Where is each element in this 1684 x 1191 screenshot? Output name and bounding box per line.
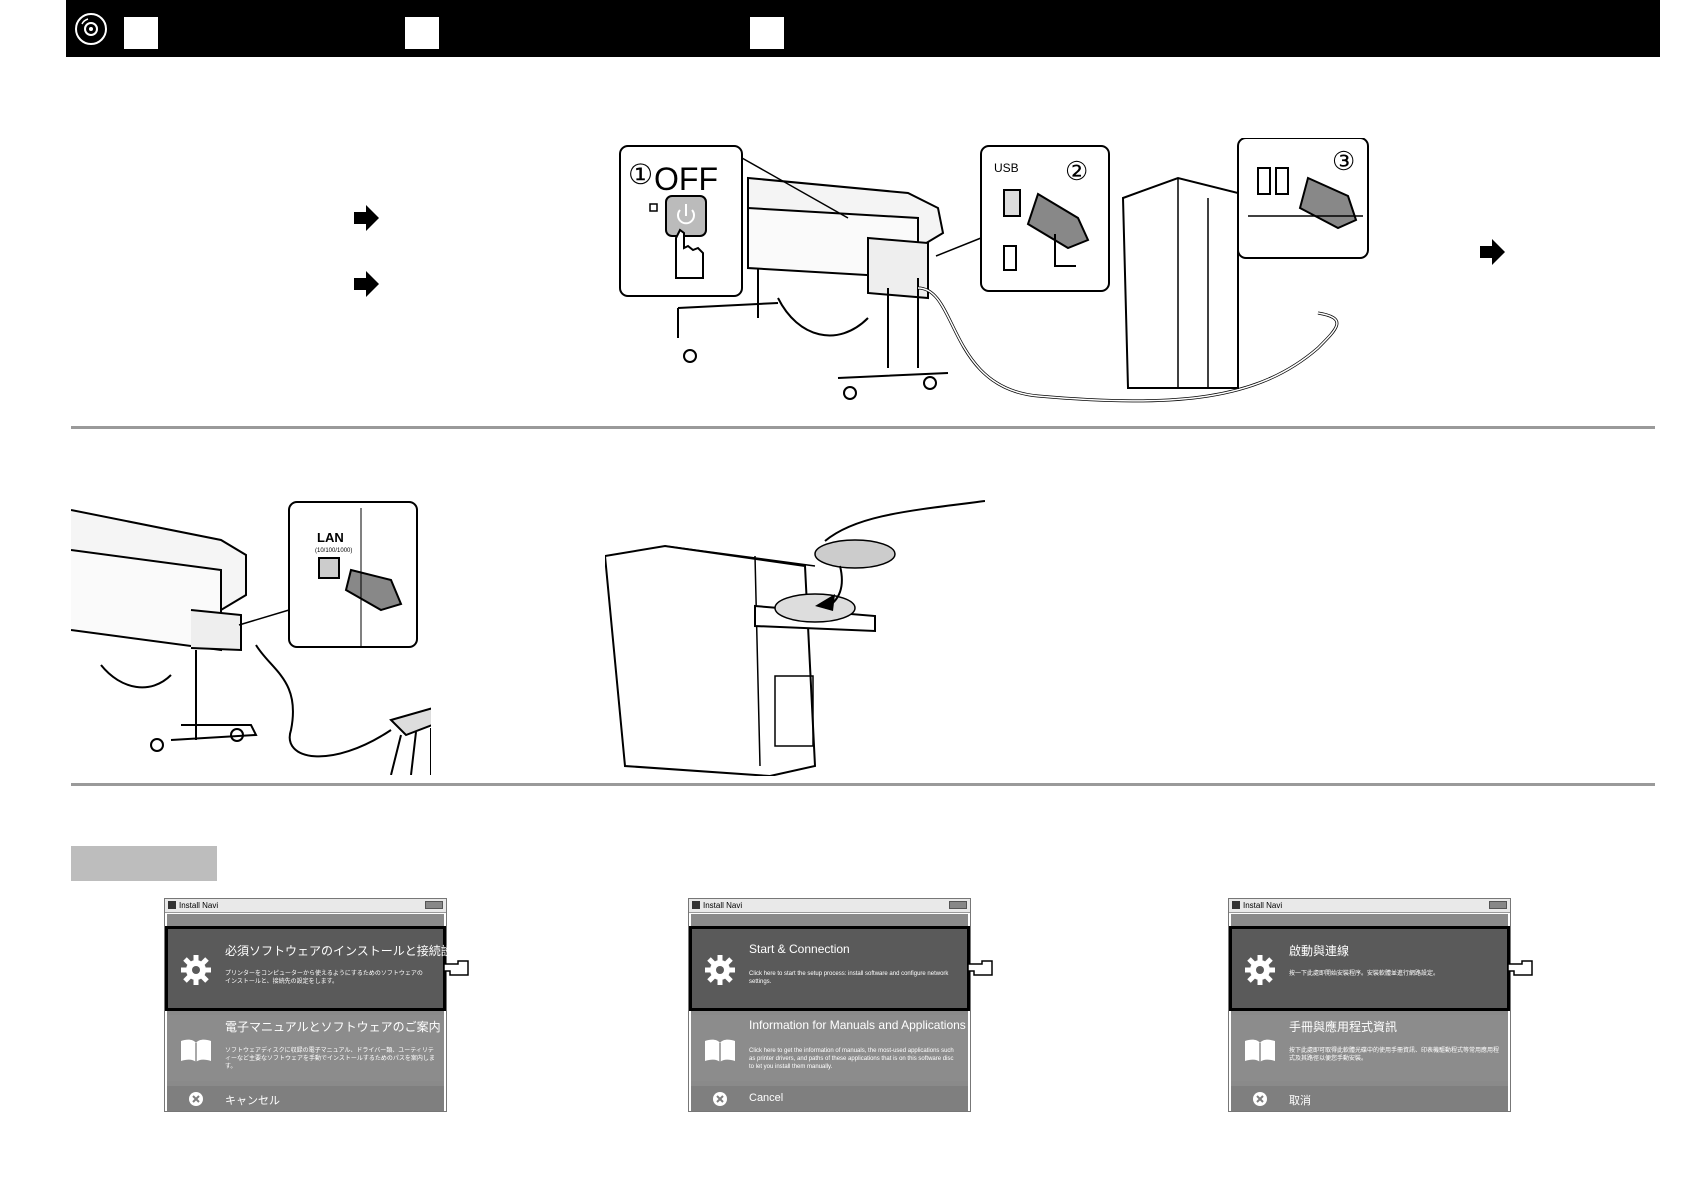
step3-number: ③: [1332, 146, 1355, 176]
item-title: 手冊與應用程式資訊: [1289, 1020, 1398, 1034]
item-title: 電子マニュアルとソフトウェアのご案内: [225, 1020, 441, 1034]
arrow-right-icon: [1480, 239, 1505, 265]
ethernet-plug-icon: [344, 568, 403, 612]
pointer-hand-icon: [1507, 960, 1533, 976]
pointer-hand-icon: [967, 960, 993, 976]
gear-icon: [705, 955, 735, 985]
header-box-1: [124, 17, 158, 49]
lan-label: LAN: [317, 530, 344, 545]
window-title: Install Navi: [703, 901, 743, 910]
manuals-applications-button[interactable]: Information for Manuals and Applications…: [691, 1015, 968, 1081]
section-tab: [71, 846, 217, 881]
window-titlebar: Install Navi: [689, 899, 970, 913]
hand-press-icon: [675, 228, 704, 279]
network-hub-icon: [389, 707, 431, 737]
cancel-button[interactable]: Cancel: [691, 1086, 968, 1111]
install-navi-window-en: Install Navi Start & Connection Click he…: [688, 898, 993, 1112]
arrow-right-icon: [354, 205, 379, 231]
item-title: 啟動與連線: [1289, 944, 1350, 958]
cancel-label: Cancel: [749, 1092, 784, 1104]
manuals-applications-button[interactable]: 電子マニュアルとソフトウェアのご案内 ソフトウェアディスクに収録の電子マニュアル…: [167, 1015, 444, 1081]
book-icon: [181, 1039, 211, 1062]
cd-insert-illustration: [605, 500, 985, 776]
item-description: ソフトウェアディスクに収録の電子マニュアル、ドライバー類、ユーティリティーなど主…: [225, 1048, 435, 1070]
book-icon: [1245, 1039, 1275, 1062]
step1-number: ①: [628, 159, 653, 190]
pointer-hand-icon: [443, 960, 469, 976]
item-description: Click here to get the information of man…: [749, 1048, 954, 1070]
cancel-button[interactable]: 取消: [1231, 1086, 1508, 1111]
item-description: プリンターをコンピューターから使えるようにするためのソフトウェアのインストールと…: [225, 971, 423, 985]
cancel-label: キャンセル: [225, 1095, 280, 1107]
manuals-applications-button[interactable]: 手冊與應用程式資訊 按下此處即可取得此軟體光碟中的使用手冊資訊、印表機驅動程式等…: [1231, 1015, 1508, 1081]
window-titlebar: Install Navi: [165, 899, 446, 913]
item-title: Information for Manuals and Applications: [749, 1018, 966, 1032]
usb-b-plug-icon: [1026, 192, 1090, 250]
close-button[interactable]: [949, 901, 967, 909]
start-connection-button[interactable]: 啟動與連線 按一下此處即開始安裝程序。安裝軟體並進行網路設定。: [1229, 926, 1533, 1011]
cancel-label: 取消: [1289, 1095, 1311, 1107]
install-navi-window-zh: Install Navi 啟動與連線 按一下此處即開始安裝程序。安裝軟體並進行網…: [1228, 898, 1533, 1112]
disc-icon: [75, 13, 107, 45]
power-led-icon: [649, 203, 658, 212]
app-logo-icon: [1232, 901, 1240, 909]
step2-label: USB: [994, 161, 1019, 175]
item-title: 必須ソフトウェアのインストールと接続設定: [225, 944, 465, 958]
section-divider: [71, 426, 1655, 429]
close-icon: [1253, 1092, 1267, 1106]
app-logo-icon: [168, 901, 176, 909]
start-connection-button[interactable]: 必須ソフトウェアのインストールと接続設定 プリンターをコンピューターから使えるよ…: [165, 926, 469, 1011]
header-box-3: [750, 17, 784, 49]
item-description: 按一下此處即開始安裝程序。安裝軟體並進行網路設定。: [1289, 971, 1440, 977]
close-button[interactable]: [425, 901, 443, 909]
usb-connection-illustration: ① OFF USB ② ③: [619, 138, 1369, 403]
book-icon: [705, 1039, 735, 1062]
cancel-button[interactable]: キャンセル: [167, 1086, 444, 1111]
close-icon: [189, 1092, 203, 1106]
item-title: Start & Connection: [749, 942, 850, 956]
section-divider: [71, 783, 1655, 786]
header-box-2: [405, 17, 439, 49]
window-title: Install Navi: [1243, 901, 1283, 910]
item-description: Click here to start the setup process: i…: [749, 971, 949, 985]
arrow-right-icon: [354, 271, 379, 297]
gear-icon: [1245, 955, 1275, 985]
insert-arrow-icon: [815, 594, 835, 611]
app-logo-icon: [692, 901, 700, 909]
window-title: Install Navi: [179, 901, 219, 910]
step2-number: ②: [1065, 156, 1088, 186]
header-bar: [66, 0, 1660, 57]
power-symbol-icon: [677, 204, 695, 225]
start-connection-button[interactable]: Start & Connection Click here to start t…: [689, 926, 993, 1011]
step1-label: OFF: [654, 161, 718, 197]
item-description: 按下此處即可取得此軟體光碟中的使用手冊資訊、印表機驅動程式等常用應用程式及其路徑…: [1289, 1048, 1500, 1062]
lan-sublabel: (10/100/1000): [315, 548, 352, 554]
close-icon: [713, 1092, 727, 1106]
lan-connection-illustration: LAN (10/100/1000): [71, 501, 431, 775]
install-navi-window-ja: Install Navi 必須ソフトウェアのインストールと接続設定 プリンターを…: [164, 898, 469, 1112]
close-button[interactable]: [1489, 901, 1507, 909]
cd-disc-icon: [814, 539, 896, 569]
window-titlebar: Install Navi: [1229, 899, 1510, 913]
gear-icon: [181, 955, 211, 985]
